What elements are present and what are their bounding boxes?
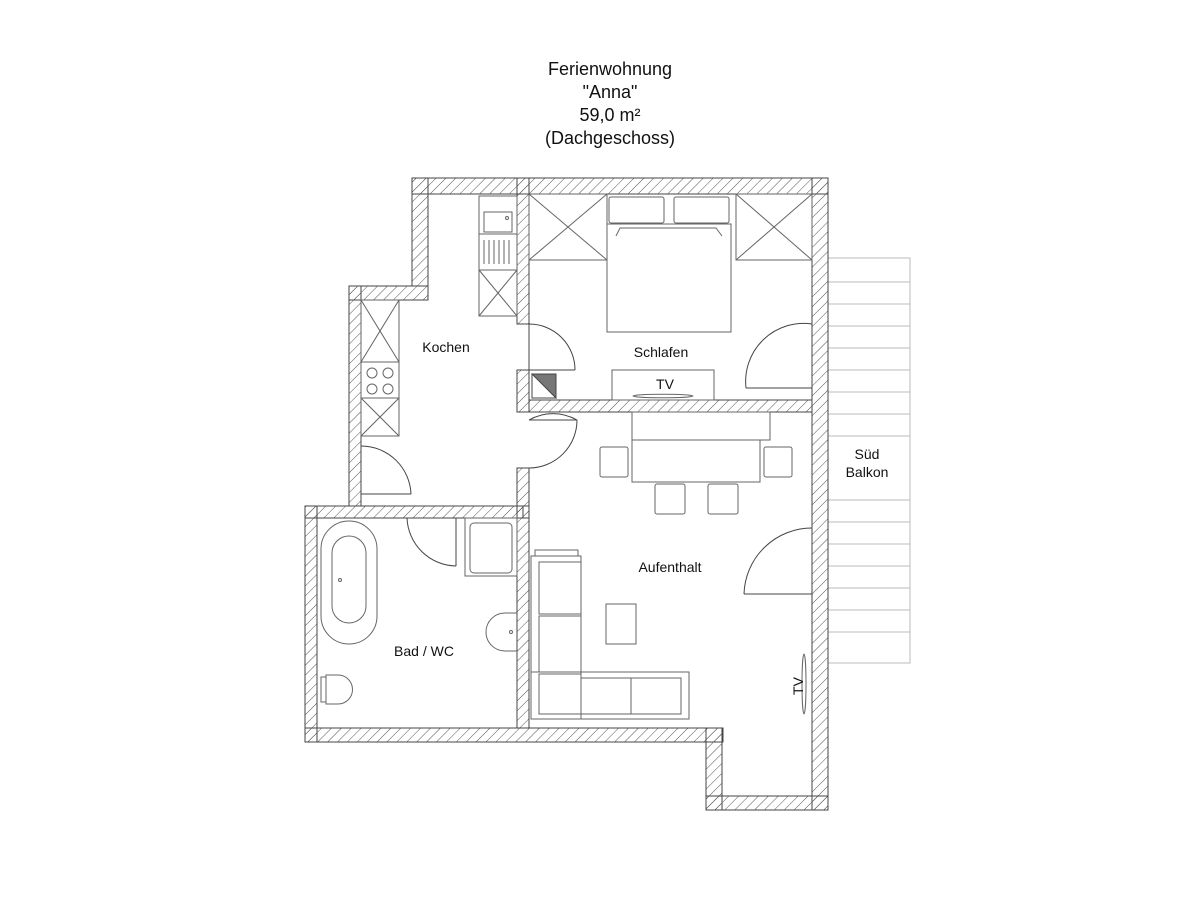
bedroom-furniture [528, 193, 813, 401]
tv-label-living: TV [790, 676, 806, 695]
bath-furniture [320, 517, 518, 705]
shaft-marker [530, 373, 557, 400]
room-label-schlafen: Schlafen [634, 344, 688, 360]
title-line-2: "Anna" [582, 82, 638, 102]
room-label-bad: Bad / WC [394, 643, 454, 659]
doors [360, 322, 813, 595]
balkon-label-line2: Balkon [846, 464, 889, 480]
walls [304, 177, 829, 811]
title-line-3: 59,0 m² [579, 105, 641, 125]
title-line-4: (Dachgeschoss) [544, 128, 676, 148]
title-line-1: Ferienwohnung [547, 59, 673, 79]
balkon-label-line1: Süd [855, 446, 880, 462]
tv-label-bedroom: TV [656, 376, 675, 392]
balcony [827, 257, 911, 664]
plan-title: Ferienwohnung "Anna" 59,0 m² (Dachgescho… [450, 58, 770, 150]
kitchen-furniture [360, 195, 518, 437]
room-label-aufenthalt: Aufenthalt [638, 559, 701, 575]
room-label-kochen: Kochen [422, 339, 469, 355]
living-furniture [530, 411, 807, 720]
